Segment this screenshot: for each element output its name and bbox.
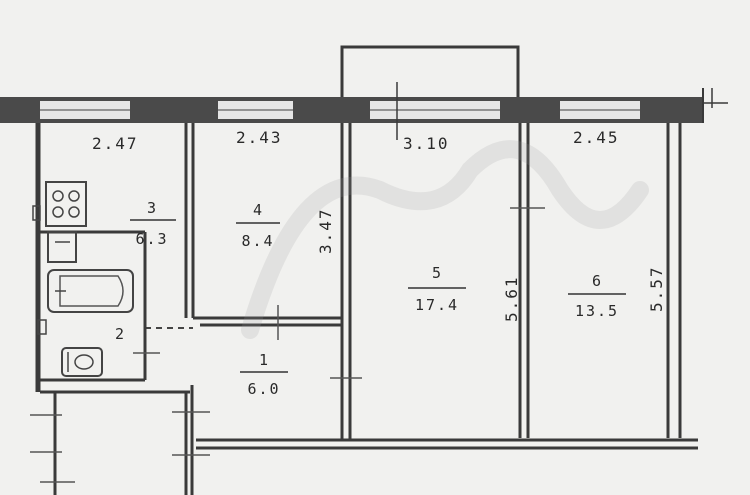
sink-icon [47,231,77,263]
width-room-4: 2.43 [236,128,283,147]
room-label-5: 5 17.4 [408,264,466,314]
depth-room-6: 5.57 [647,265,666,312]
width-room-5: 3.10 [403,134,450,153]
width-room-3: 2.47 [92,134,139,153]
room-label-4: 4 8.4 [236,201,280,250]
room-label-3: 3 6.3 [130,199,176,248]
door-marks [30,207,545,483]
room-number: 2 [115,325,125,343]
bathtub-icon [37,269,134,335]
room-area: 8.4 [241,232,274,250]
room-number: 1 [259,351,269,369]
room-label-6: 6 13.5 [568,272,626,320]
room-number: 6 [592,272,602,290]
width-room-6: 2.45 [573,128,620,147]
depth-room-5: 5.61 [502,275,521,322]
room-label-2: 2 [115,325,125,343]
room-area: 6.0 [247,380,280,398]
room-label-1: 1 6.0 [240,351,288,398]
exterior-wall [0,82,728,140]
room-area: 6.3 [135,230,168,248]
room-number: 5 [432,264,442,282]
room-area: 13.5 [575,302,619,320]
room-area: 17.4 [415,296,459,314]
depth-room-4: 3.47 [316,207,335,254]
stove-icon [32,181,87,227]
watermark [241,140,649,339]
toilet-icon [61,347,103,377]
room-number: 4 [253,201,263,219]
interior-walls [35,123,698,495]
balcony [340,45,520,98]
room-number: 3 [147,199,157,217]
